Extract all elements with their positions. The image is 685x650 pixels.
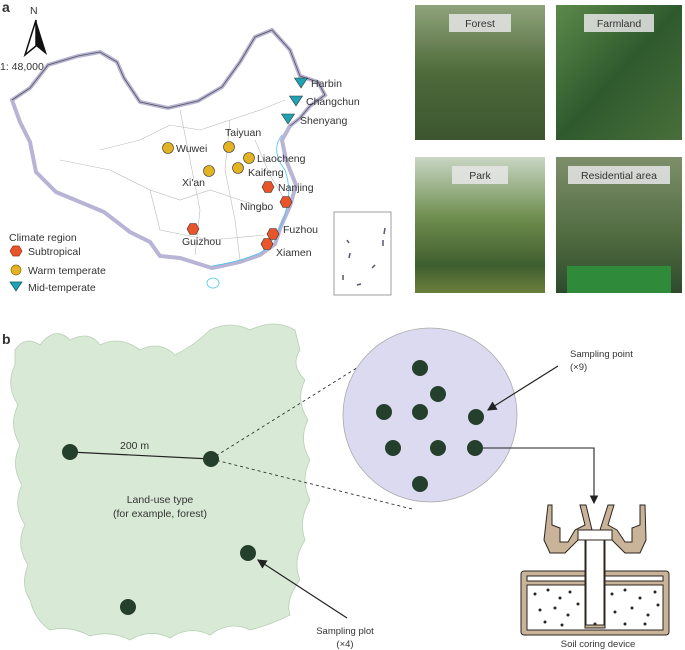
photo-forest: Forest [415,5,545,140]
hexagon-icon [266,228,280,240]
legend-subtropical: Subtropical [28,246,81,258]
svg-text:Farmland: Farmland [597,18,642,30]
photo-farmland: Farmland [556,5,682,140]
sampling-point-label: Sampling point [570,349,633,360]
hexagon-icon [9,245,23,257]
city-label: Taiyuan [225,127,261,139]
svg-text:Park: Park [469,170,491,182]
distance-label: 200 m [120,440,149,452]
city-label: Xiamen [276,247,312,259]
circle-icon [203,165,215,177]
city-label: Nanjing [278,182,314,194]
photo-residential-area: Residential area [556,157,682,293]
sampling-point-count: (×9) [570,362,587,373]
arrow-icon [483,447,599,505]
hexagon-icon [279,196,293,208]
city-label: Wuwei [176,143,207,155]
hexagon-icon [260,238,274,250]
arrow-icon [486,365,559,411]
hainan-island [206,277,220,289]
circle-icon [10,264,22,276]
city-label: Fuzhou [283,224,318,236]
panel-a-label: a [2,0,10,15]
city-label: Kaifeng [248,167,284,179]
city-label: Liaocheng [257,153,306,165]
north-arrow-icon [23,19,47,58]
device-label: Soil coring device [561,639,635,650]
city-label: Xi'an [182,177,205,189]
land-use-example: (for example, forest) [113,508,207,520]
arrow-icon [256,559,348,619]
circle-icon [162,142,174,154]
soil-coring-device-icon [520,504,670,636]
land-use-area [10,323,311,641]
svg-text:Residential area: Residential area [581,170,657,182]
south-china-sea-inset [333,211,392,296]
city-label: Ningbo [240,201,273,213]
sampling-points [376,360,484,492]
panel-b-label: b [2,331,11,347]
photo-park: Park [415,157,545,293]
legend-title: Climate region [9,232,77,244]
circle-icon [243,152,255,164]
city-label: Shenyang [300,115,347,127]
sampling-plot-zoom [342,327,518,503]
legend-warm-temperate: Warm temperate [28,265,106,277]
circle-icon [232,162,244,174]
sampling-plot-label: Sampling plot [316,626,374,637]
land-use-label: Land-use type [127,494,194,506]
svg-text:Forest: Forest [465,18,495,30]
city-label: Harbin [311,78,342,90]
north-label: N [30,5,38,17]
circle-icon [223,141,235,153]
province-borders [59,99,286,261]
legend-mid-temperate: Mid-temperate [28,282,96,294]
coastline [211,134,290,267]
hexagon-icon [261,181,275,193]
inset-islands [342,227,386,286]
hexagon-icon [186,223,200,235]
triangle-down-icon [288,95,304,107]
city-label: Changchun [306,96,360,108]
triangle-down-icon [293,77,309,89]
triangle-down-icon [280,113,296,125]
city-label: Guizhou [182,236,221,248]
sampling-plot-count: (×4) [336,639,353,650]
triangle-down-icon [9,281,23,292]
